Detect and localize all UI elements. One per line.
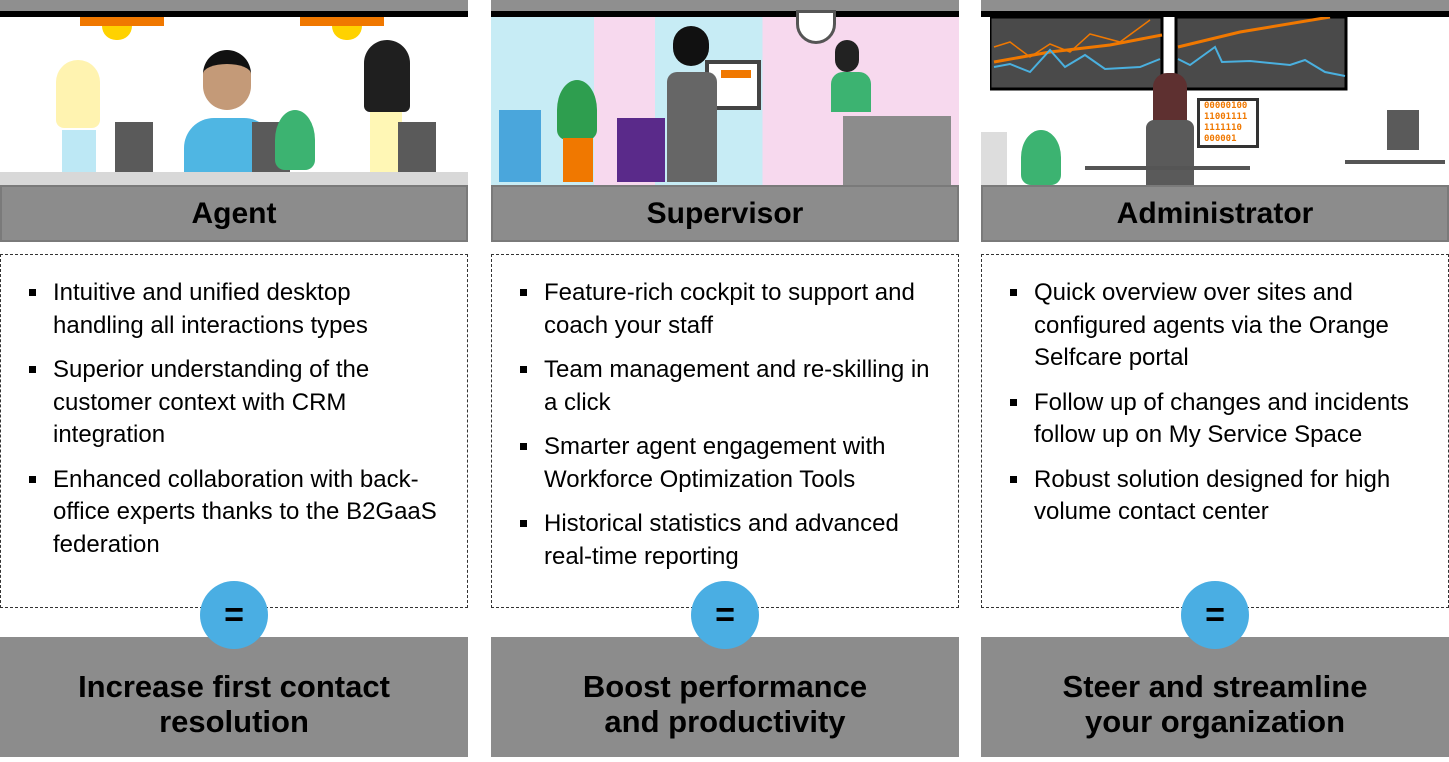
binary-line: 000001 [1204,134,1237,144]
desk [1345,160,1445,164]
outcome-line: your organization [1084,704,1346,739]
feature-bullet: Quick overview over sites and configured… [1004,277,1428,375]
agent-column: Agent Intuitive and unified desktop hand… [0,0,468,762]
drawer-icon [617,118,665,182]
agent-person-icon [203,50,251,110]
person-body-icon [831,72,871,112]
desk [0,172,468,185]
feature-bullet: Enhanced collaboration with back-office … [23,464,447,562]
feature-bullet: Intuitive and unified desktop handling a… [23,277,447,342]
person-head-icon [835,40,859,72]
outcome-line: Increase first contact [78,669,390,704]
supervisor-illustration [491,0,959,185]
monitor-icon [115,122,153,172]
equals-icon: = [1181,581,1249,649]
binary-monitor-icon: 00000100 11001111 1111110 000001 [1197,98,1259,148]
outcome-line: resolution [159,704,309,739]
plant-pot-icon [563,138,593,182]
lamp-icon [80,17,164,26]
cabinet-icon [499,110,541,182]
desk [1085,166,1250,170]
lamp-icon [300,17,384,26]
lamp-bulb-icon [332,26,362,40]
role-title: Administrator [981,185,1449,242]
plant-icon [1021,130,1061,185]
agent-illustration [0,0,468,185]
feature-bullet: Superior understanding of the customer c… [23,354,447,452]
clock-icon [796,10,836,44]
outcome-line: Steer and streamline [1062,669,1368,704]
feature-bullet: Robust solution designed for high volume… [1004,464,1428,529]
feature-bullet: Team management and re-skilling in a cli… [514,354,938,419]
feature-bullet: Feature-rich cockpit to support and coac… [514,277,938,342]
screen-bar [721,70,751,78]
dashboard-screens-icon [990,17,1348,91]
chair-icon [1146,120,1194,185]
agent-body-icon [370,112,402,178]
feature-bullet: Historical statistics and advanced real-… [514,508,938,573]
binary-line: 11001111 [1204,112,1248,122]
feature-bullet: Follow up of changes and incidents follo… [1004,387,1428,452]
monitor-icon [398,122,436,172]
agent-person-icon [56,60,100,128]
administrator-illustration: 00000100 11001111 1111110 000001 [981,0,1449,185]
chair-icon [667,72,717,182]
outcome-line: and productivity [604,704,846,739]
outcome-line: Boost performance [582,669,868,704]
feature-bullet: Smarter agent engagement with Workforce … [514,431,938,496]
supervisor-head-icon [673,26,709,66]
plant-icon [557,80,597,140]
binary-line: 00000100 [1204,101,1248,111]
admin-head-icon [1153,73,1187,127]
cabinet-icon [981,132,1007,185]
agent-person-icon [364,40,410,112]
desk [843,116,951,185]
lamp-bulb-icon [102,26,132,40]
plant-icon [275,110,315,170]
equals-icon: = [200,581,268,649]
administrator-column: 00000100 11001111 1111110 000001 Adminis… [981,0,1449,762]
equals-icon: = [691,581,759,649]
role-title: Supervisor [491,185,959,242]
supervisor-column: Supervisor Feature-rich cockpit to suppo… [491,0,959,762]
ceiling-bar [0,0,468,17]
ceiling-bar [491,0,959,17]
feature-list-box: Intuitive and unified desktop handling a… [0,254,468,608]
monitor-icon [1387,110,1419,150]
feature-list-box: Feature-rich cockpit to support and coac… [491,254,959,608]
feature-list-box: Quick overview over sites and configured… [981,254,1449,608]
role-title: Agent [0,185,468,242]
binary-line: 1111110 [1204,123,1242,133]
agent-body-icon [62,130,96,178]
ceiling-bar [981,0,1449,17]
